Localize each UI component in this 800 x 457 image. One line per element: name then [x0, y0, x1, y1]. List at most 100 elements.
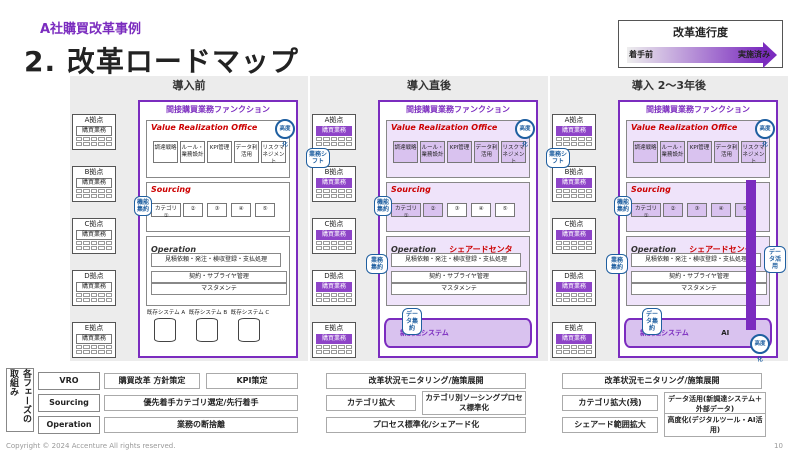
phase-panel: 導入直後 A拠点 購買業務 B拠点 購買業務 C拠点 購買業務 D拠点 購買業務…: [306, 76, 548, 361]
category-cell: ③: [207, 203, 227, 217]
category-cell: ②: [663, 203, 683, 217]
site-task-grid: [76, 137, 112, 146]
phase-axis-label: 各フェーズの取組み: [6, 368, 34, 432]
site-task-grid: [316, 189, 352, 198]
vro-cell: ルール・業務設計: [180, 141, 205, 163]
data-flow-arrow-icon: [746, 180, 756, 330]
vro-cell: リスクマネジメント: [261, 141, 286, 165]
function-consolidation-badge: 機能集約: [614, 196, 632, 216]
site-dept: 購買業務: [316, 230, 352, 240]
site-dept: 購買業務: [316, 126, 352, 136]
site-dept: 購買業務: [556, 230, 592, 240]
progress-arrow-icon: [627, 42, 777, 68]
advance-badge: 高度化: [275, 119, 295, 148]
progress-legend: 改革進行度 着手前 実施済み: [618, 20, 783, 68]
site-dept: 購買業務: [556, 126, 592, 136]
advance-badge: 高度化: [755, 119, 775, 148]
function-consolidation-badge: 機能集約: [134, 196, 152, 216]
site-box: E拠点 購買業務: [72, 322, 116, 358]
site-box: D拠点 購買業務: [312, 270, 356, 306]
vro-cell: リスクマネジメント: [741, 141, 766, 165]
vro-cell: リスクマネジメント: [501, 141, 526, 165]
supplier-management: 契約・サプライヤ管理: [631, 271, 767, 283]
site-name: E拠点: [564, 324, 584, 332]
site-name: E拠点: [324, 324, 344, 332]
legacy-system-icon: [154, 318, 176, 342]
supplier-management: 契約・サプライヤ管理: [151, 271, 287, 283]
row-label-operation: Operation: [38, 416, 100, 434]
site-task-grid: [316, 345, 352, 354]
action-item: カテゴリ別ソーシングプロセス標準化: [422, 391, 526, 415]
site-box: C拠点 購買業務: [72, 218, 116, 254]
site-box: A拠点 購買業務: [552, 114, 596, 150]
site-name: A拠点: [324, 116, 344, 124]
operation-flow: 見積依頼・発注・検収登録・支払処理: [631, 253, 761, 267]
site-name: B拠点: [84, 168, 104, 176]
legend-title: 改革進行度: [673, 26, 728, 39]
operation-section: Operation シェアードセンタ 見積依頼・発注・検収登録・支払処理 契約・…: [386, 236, 530, 306]
business-shift-badge: 業務シフト: [546, 148, 570, 168]
site-box: B拠点 購買業務: [72, 166, 116, 202]
site-dept: 購買業務: [76, 230, 112, 240]
data-consolidation-badge: データ集約: [402, 308, 422, 335]
master-maintenance: マスタメンテ: [391, 283, 527, 295]
category-cell: カテゴリ ①: [391, 203, 421, 219]
site-dept: 購買業務: [556, 282, 592, 292]
vro-cell: 調達戦略: [153, 141, 178, 163]
legend-end: 実施済み: [738, 50, 770, 59]
page-title: 2. 改革ロードマップ: [24, 45, 299, 78]
vro-cell: ルール・業務設計: [420, 141, 445, 163]
site-dept: 購買業務: [316, 334, 352, 344]
supplier-management: 契約・サプライヤ管理: [391, 271, 527, 283]
new-system-label: 新調達システム: [640, 329, 689, 337]
business-consolidation-badge: 業務集約: [606, 254, 628, 274]
category-cell: カテゴリ ①: [631, 203, 661, 219]
ai-label: AI: [721, 329, 730, 337]
category-cell: ②: [423, 203, 443, 217]
action-item: 改革状況モニタリング/施策展開: [326, 373, 526, 389]
site-dept: 購買業務: [76, 282, 112, 292]
category-cell: ②: [183, 203, 203, 217]
site-name: A拠点: [564, 116, 584, 124]
operation-flow: 見積依頼・発注・検収登録・支払処理: [151, 253, 281, 267]
site-name: D拠点: [324, 272, 344, 280]
legacy-system-icon: [238, 318, 260, 342]
sourcing-title: Sourcing: [631, 185, 671, 194]
site-dept: 購買業務: [316, 282, 352, 292]
vro-title: Value Realization Office: [151, 123, 258, 132]
vro-cell: KPI管理: [447, 141, 472, 163]
master-maintenance: マスタメンテ: [631, 283, 767, 295]
master-maintenance: マスタメンテ: [151, 283, 287, 295]
action-item: プロセス標準化/シェアード化: [326, 417, 526, 433]
site-task-grid: [556, 345, 592, 354]
site-box: A拠点 購買業務: [72, 114, 116, 150]
site-task-grid: [556, 293, 592, 302]
advance-badge: 高度化: [515, 119, 535, 148]
site-dept: 購買業務: [76, 126, 112, 136]
function-title: 間接購買業務ファンクション: [406, 105, 510, 114]
legacy-system-label: 既存システム B: [188, 310, 228, 316]
site-name: E拠点: [84, 324, 104, 332]
site-box: B拠点 購買業務: [552, 166, 596, 202]
page-number: 10: [774, 442, 783, 450]
sourcing-title: Sourcing: [151, 185, 191, 194]
vro-title: Value Realization Office: [631, 123, 738, 132]
copyright: Copyright © 2024 Accenture All rights re…: [6, 442, 176, 450]
category-cell: カテゴリ ①: [151, 203, 181, 219]
site-box: D拠点 購買業務: [72, 270, 116, 306]
category-cell: ④: [471, 203, 491, 217]
vro-title: Value Realization Office: [391, 123, 498, 132]
site-task-grid: [76, 189, 112, 198]
category-cell: ⑤: [255, 203, 275, 217]
sourcing-title: Sourcing: [391, 185, 431, 194]
phase-title: 導入 2〜3年後: [631, 79, 707, 92]
site-name: D拠点: [564, 272, 584, 280]
page-subtitle: A社購買改革事例: [40, 22, 142, 37]
legacy-system-icon: [196, 318, 218, 342]
category-cell: ⑤: [495, 203, 515, 217]
site-dept: 購買業務: [76, 178, 112, 188]
site-task-grid: [556, 241, 592, 250]
